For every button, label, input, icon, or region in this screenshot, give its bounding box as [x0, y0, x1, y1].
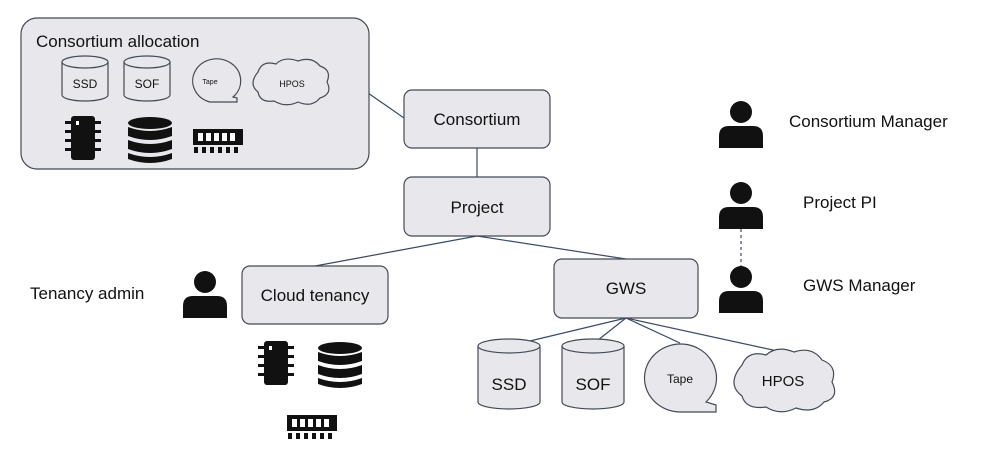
allocation-sof-cylinder: SOF: [123, 55, 171, 102]
gws-node: [553, 258, 699, 319]
cloud-tenancy-node: [241, 265, 389, 325]
tenancy-memory-icon: [287, 415, 337, 439]
gws-manager-person-icon: [719, 266, 763, 313]
allocation-hpos-label: HPOS: [279, 79, 305, 89]
tenancy-database-icon: [318, 342, 362, 388]
allocation-ssd-label: SSD: [73, 77, 98, 91]
gws-manager-label: GWS Manager: [803, 276, 916, 295]
gws-sof-label: SOF: [576, 375, 611, 394]
consortium-manager-person-icon: [719, 101, 763, 148]
consortium-label: Consortium: [434, 110, 521, 129]
gws-tape-shape: Tape: [643, 343, 718, 413]
project-label: Project: [451, 198, 504, 217]
project-gws-connector: [476, 235, 627, 260]
project-pi-person-icon: [719, 182, 763, 229]
gws-hpos-cloud: HPOS: [733, 348, 836, 413]
allocation-tape-shape: Tape: [192, 58, 242, 103]
gws-hpos-connector: [625, 317, 783, 353]
project-node: [403, 176, 551, 237]
consortium-node: [403, 89, 551, 149]
gws-ssd-label: SSD: [492, 375, 527, 394]
gws-tape-label: Tape: [667, 372, 693, 386]
allocation-title: Consortium allocation: [36, 32, 199, 51]
allocation-connector: [367, 92, 405, 119]
tenancy-chip-icon: [258, 341, 294, 385]
consortium-manager-label: Consortium Manager: [789, 112, 948, 131]
gws-ssd-cylinder: SSD: [477, 338, 541, 410]
allocation-tape-label: Tape: [202, 79, 217, 86]
gws-label: GWS: [606, 279, 647, 298]
tenancy-admin-person-icon: [183, 271, 227, 318]
allocation-ssd-cylinder: SSD: [61, 55, 109, 102]
gws-tape-connector: [625, 317, 681, 344]
gws-sof-cylinder: SOF: [561, 338, 625, 410]
connector-lines: [314, 92, 783, 353]
allocation-hpos-cloud: HPOS: [252, 58, 330, 106]
consortium-allocation-panel: [20, 17, 370, 170]
project-pi-label: Project PI: [803, 193, 877, 212]
allocation-sof-label: SOF: [135, 77, 160, 91]
tenancy-admin-label: Tenancy admin: [30, 284, 144, 303]
gws-hpos-label: HPOS: [762, 373, 805, 390]
project-tenancy-connector: [314, 235, 478, 267]
cloud-tenancy-label: Cloud tenancy: [261, 286, 370, 305]
